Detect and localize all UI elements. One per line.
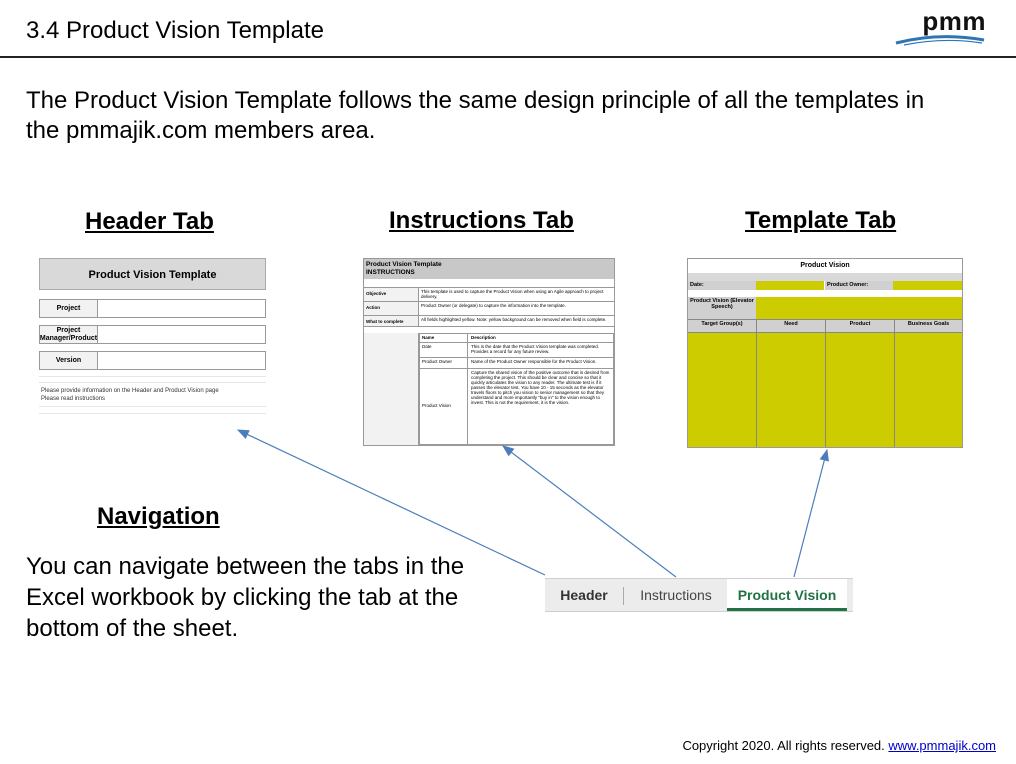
owner-field [893,281,962,290]
grid-line [39,413,266,414]
instruction-key: What to complete [364,316,419,326]
table-row-desc: Capture the shared vision of the positiv… [471,370,610,405]
grid-line [688,332,962,333]
tab-product-vision[interactable]: Product Vision [727,579,847,611]
grid-line [894,320,895,447]
header-sheet-preview: Product Vision Template Project Project … [39,258,266,415]
instruction-value: All fields highlighted yellow. Note: yel… [421,317,607,322]
table-row-name: Date [420,343,468,357]
date-label: Date: [688,281,756,290]
logo-swoosh-icon [895,35,985,46]
owner-label: Product Owner: [825,281,893,290]
grid-line [39,376,266,377]
instructions-sheet-title: Product Vision Template [366,261,442,268]
navigation-heading: Navigation [97,503,220,530]
column-header: Target Group(s) [688,320,756,332]
grid-line [688,319,962,320]
project-row: Project [39,299,266,318]
sheet-tab-bar: Header Instructions Product Vision [545,578,853,612]
grid-line [39,382,266,383]
template-gray-band [688,273,962,281]
table-row-name: Product Vision [420,369,468,445]
grid-line [825,320,826,447]
navigation-text: You can navigate between the tabs in the… [26,553,465,642]
table-divider [420,342,613,343]
table-row-name: Product Owner [420,358,468,368]
slide-title: 3.4 Product Vision Template [26,17,324,44]
vision-label: Product Vision (Elevator Speech) [688,297,756,319]
template-sheet-preview: Product Vision Date: Product Owner: Prod… [687,258,963,448]
instruction-row: What to complete All fields highlighted … [364,315,614,327]
table-row-desc: This is the date that the Product Vision… [471,344,599,354]
logo-text: pmm [922,6,986,36]
header-tab-heading: Header Tab [85,208,214,235]
table-divider [420,368,613,369]
tab-header[interactable]: Header [560,587,608,603]
date-field [756,281,824,290]
manager-label: Project Manager/Product [39,326,98,343]
instruction-key: Objective [364,288,419,301]
instruction-key: Action [364,302,419,315]
instruction-row: Action Product Owner (or delegate) to ca… [364,301,614,315]
table-row-desc: Name of the Product Owner responsible fo… [471,359,597,364]
grid-line [756,320,757,447]
instructions-tab-heading: Instructions Tab [389,207,574,234]
column-header: Business Goals [895,320,962,332]
logo: pmm [894,6,986,46]
template-tab-heading: Template Tab [745,207,897,234]
grid-line [39,406,266,407]
tab-separator [623,587,624,605]
column-header: Need [757,320,825,332]
instructions-sheet-preview: Product Vision Template INSTRUCTIONS Obj… [363,258,615,446]
instruction-row: Objective This template is used to captu… [364,287,614,301]
header-note-2: Please read instructions [41,396,106,402]
instruction-value: This template is used to capture the Pro… [421,289,604,299]
manager-row: Project Manager/Product [39,325,266,344]
footer: Copyright 2020. All rights reserved. www… [682,738,996,753]
version-row: Version [39,351,266,370]
instructions-left-pad [364,333,419,445]
instructions-sheet-header: Product Vision Template INSTRUCTIONS [364,259,614,279]
instruction-value: Product Owner (or delegate) to capture t… [421,303,566,308]
tab-instructions[interactable]: Instructions [640,587,712,603]
arrow-to-template-tab [793,448,829,578]
instructions-sheet-subtitle: INSTRUCTIONS [366,269,415,276]
instructions-table: Name Description Date This is the date t… [419,333,614,445]
header-note-1: Please provide information on the Header… [41,388,219,394]
title-rule [0,56,1016,58]
table-header-desc: Description [471,335,496,340]
column-header: Product [826,320,894,332]
template-sheet-title: Product Vision [688,259,962,273]
table-divider [420,357,613,358]
footer-link[interactable]: www.pmmajik.com [888,738,996,753]
project-label: Project [40,300,98,317]
vision-field [756,297,962,319]
intro-text: The Product Vision Template follows the … [26,87,925,144]
copyright-text: Copyright 2020. All rights reserved. [682,738,889,753]
arrow-to-instructions-tab [502,445,677,578]
header-sheet-title: Product Vision Template [39,258,266,290]
table-header-name: Name [420,334,468,342]
version-label: Version [40,352,98,369]
